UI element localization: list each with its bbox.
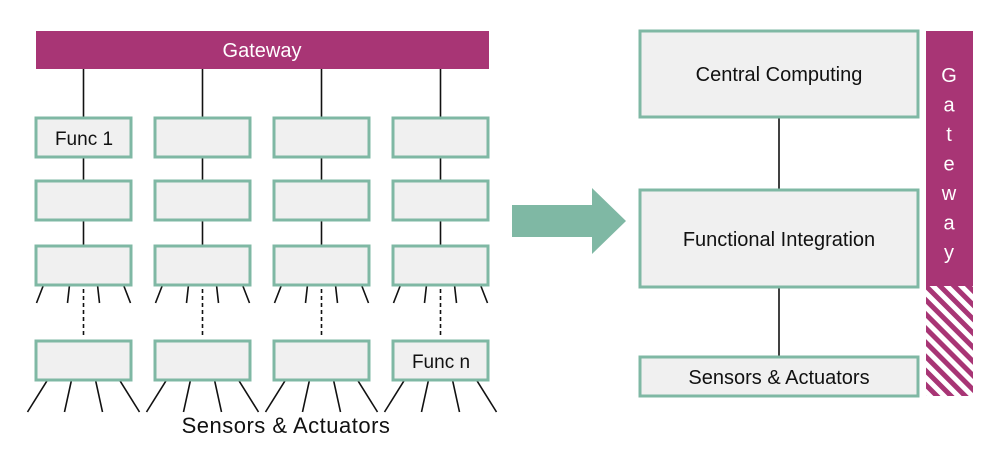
- sensor-line: [360, 284, 370, 304]
- ecu-box: [34, 339, 133, 382]
- sensor-line: [451, 379, 461, 413]
- left-gateway-bar: [36, 31, 489, 69]
- left-ecu-grid: [34, 116, 490, 382]
- ecu-box: [153, 179, 252, 222]
- sensors-actuators-box: [638, 355, 920, 398]
- right-arrow-icon: [512, 188, 626, 254]
- sensor-line: [453, 284, 458, 304]
- sensor-line: [264, 379, 287, 413]
- ecu-box: [153, 244, 252, 287]
- right-gateway-vertical-label: Gateway: [941, 65, 957, 264]
- ecu-box: [272, 116, 371, 159]
- sensor-line: [122, 284, 132, 304]
- ecu-box: [34, 116, 133, 159]
- gateway-letter: e: [943, 154, 954, 176]
- func-1-label: Func 1: [55, 129, 113, 150]
- sensor-line: [301, 379, 311, 413]
- gateway-letter: y: [944, 242, 954, 264]
- sensor-line: [213, 379, 223, 413]
- ecu-box: [391, 179, 490, 222]
- functional-integration-box: [638, 188, 920, 289]
- sensor-line: [185, 284, 190, 304]
- ecu-box: [391, 244, 490, 287]
- ecu-box: [272, 244, 371, 287]
- ecu-box: [153, 339, 252, 382]
- sensors-actuators-label: Sensors & Actuators: [688, 367, 869, 389]
- ecu-box: [391, 116, 490, 159]
- sensor-line: [423, 284, 428, 304]
- sensor-line: [241, 284, 251, 304]
- sensor-line: [154, 284, 164, 304]
- sensor-line: [237, 379, 260, 413]
- left-gateway-label: Gateway: [223, 40, 302, 62]
- sensor-line: [118, 379, 141, 413]
- sensor-line: [66, 284, 71, 304]
- ecu-box: [272, 179, 371, 222]
- sensor-line: [94, 379, 104, 413]
- ecu-box: [34, 244, 133, 287]
- sensor-line: [215, 284, 220, 304]
- sensor-line: [273, 284, 283, 304]
- gateway-letter: t: [946, 124, 952, 146]
- ecu-box: [272, 339, 371, 382]
- functional-integration-label: Functional Integration: [683, 229, 875, 251]
- sensor-line: [35, 284, 45, 304]
- sensor-line: [332, 379, 342, 413]
- sensor-line: [304, 284, 309, 304]
- left-connection-lines: [26, 69, 498, 413]
- gateway-letter: w: [941, 183, 957, 205]
- right-gateway-hatched-section: [926, 286, 973, 396]
- sensor-line: [334, 284, 339, 304]
- central-computing-label: Central Computing: [696, 64, 863, 86]
- ecu-box: [391, 339, 490, 382]
- gateway-letter: G: [941, 65, 957, 87]
- ecu-box: [153, 116, 252, 159]
- sensor-line: [63, 379, 73, 413]
- func-n-label: Func n: [412, 352, 470, 373]
- sensor-line: [420, 379, 430, 413]
- ecu-box: [34, 179, 133, 222]
- central-computing-box: [638, 29, 920, 119]
- sensor-line: [356, 379, 379, 413]
- left-sensors-label: Sensors & Actuators: [182, 413, 391, 438]
- sensor-line: [383, 379, 406, 413]
- gateway-letter: a: [943, 213, 955, 235]
- sensor-line: [96, 284, 101, 304]
- right-gateway-bar: [926, 31, 973, 286]
- sensor-line: [479, 284, 489, 304]
- sensor-line: [392, 284, 402, 304]
- sensor-line: [475, 379, 498, 413]
- sensor-line: [182, 379, 192, 413]
- sensor-line: [145, 379, 168, 413]
- sensor-line: [26, 379, 49, 413]
- gateway-letter: a: [943, 95, 955, 117]
